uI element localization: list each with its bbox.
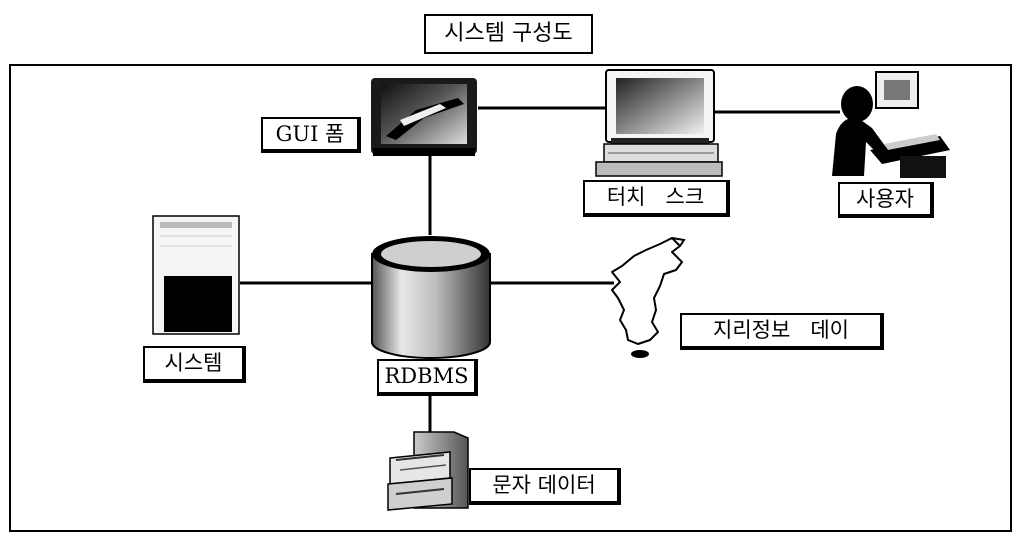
geo-data-label: 지리정보 데이 — [680, 313, 884, 350]
touch-screen-icon — [595, 69, 723, 177]
system-label: 시스템 — [143, 346, 246, 383]
gui-form-label: GUI 폼 — [261, 117, 361, 153]
user-label: 사용자 — [838, 182, 934, 218]
system-server-icon — [152, 215, 240, 335]
rdbms-database-icon — [371, 236, 491, 359]
diagram-title: 시스템 구성도 — [424, 14, 593, 54]
touch-screen-label: 터치 스크 — [583, 180, 730, 217]
connector-lines — [240, 106, 840, 436]
rdbms-label: RDBMS — [377, 359, 478, 396]
diagram-frame — [9, 64, 1012, 532]
user-icon — [832, 71, 950, 178]
file-cabinet-icon — [387, 431, 469, 511]
korea-map-icon — [611, 237, 686, 358]
text-data-label: 문자 데이터 — [469, 468, 621, 505]
gui-monitor-icon — [371, 78, 477, 156]
